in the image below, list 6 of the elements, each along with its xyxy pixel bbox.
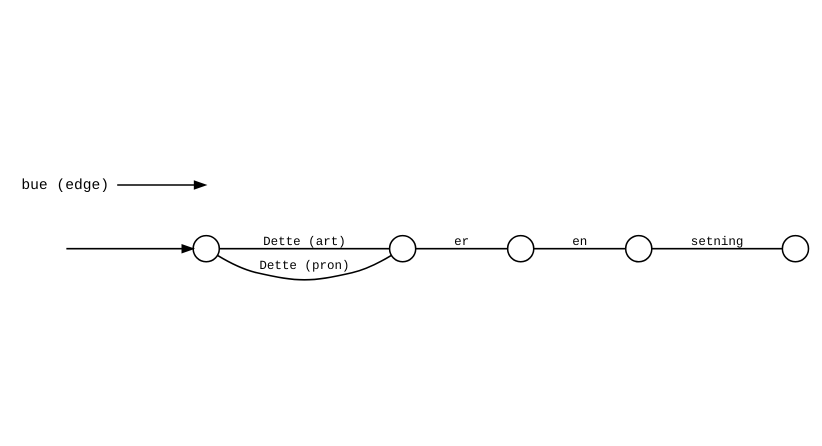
edge-label: setning xyxy=(690,235,744,250)
edge-label: er xyxy=(454,235,470,250)
node-text: bue (edge) xyxy=(21,178,110,194)
edge-label: Dette (art) xyxy=(263,235,346,250)
edge-label: Dette (pron) xyxy=(259,259,350,274)
edge-label: en xyxy=(572,235,588,250)
